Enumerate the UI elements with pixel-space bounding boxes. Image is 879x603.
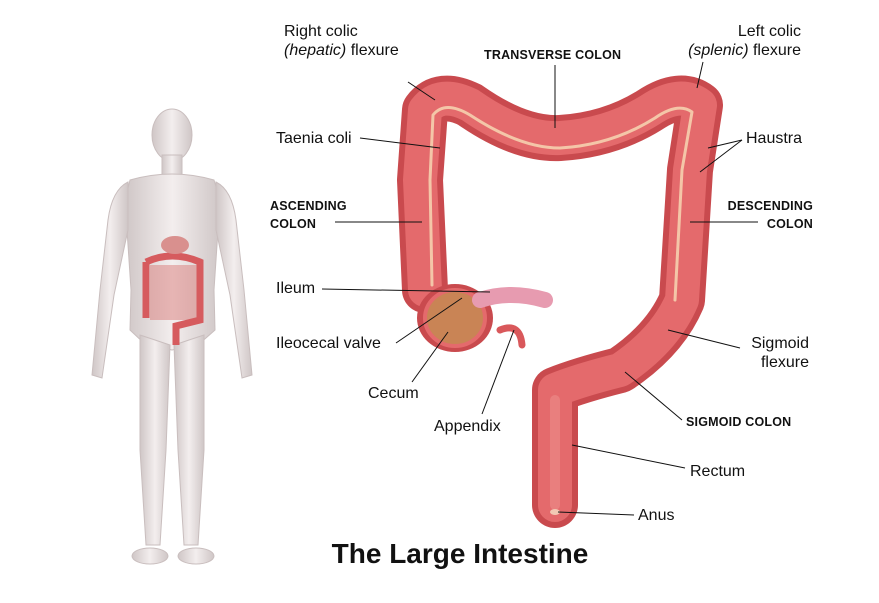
label-right-colic: Right colic: [284, 23, 358, 40]
label-taenia-coli: Taenia coli: [276, 130, 352, 147]
label-ileocecal-valve: Ileocecal valve: [276, 335, 381, 352]
label-sigmoid-colon: SIGMOID COLON: [686, 415, 792, 429]
label-right-colic-flexure: (hepatic) flexure: [284, 41, 399, 60]
label-ascending-colon: COLON: [270, 217, 317, 231]
label-haustra: Haustra: [746, 130, 803, 147]
label-sigmoid: Sigmoid: [751, 335, 809, 352]
label-hepatic: (hepatic): [284, 42, 347, 59]
diagram-title: The Large Intestine: [331, 538, 589, 569]
label-left-colic: Left colic: [737, 23, 801, 40]
label-flexure: flexure: [748, 42, 801, 59]
label-anus: Anus: [638, 507, 675, 524]
colon: [397, 75, 723, 528]
label-appendix: Appendix: [434, 418, 501, 435]
small-intestine-figure: [142, 236, 204, 345]
label-transverse-colon: TRANSVERSE COLON: [484, 48, 622, 62]
label-cecum: Cecum: [368, 385, 419, 402]
label-splenic: (splenic): [688, 42, 749, 59]
label-descending-colon: COLON: [766, 217, 813, 231]
label-left-colic-flexure: (splenic) flexure: [688, 41, 801, 60]
leader-lines: [321, 61, 758, 516]
label-ascending: ASCENDING: [270, 199, 347, 213]
human-figure: [91, 108, 253, 565]
label-ileum: Ileum: [276, 280, 316, 297]
label-flexure: flexure: [346, 42, 399, 59]
label-sigmoid-flexure: flexure: [760, 354, 809, 371]
label-rectum: Rectum: [690, 463, 746, 480]
label-descending: DESCENDING: [727, 199, 813, 213]
